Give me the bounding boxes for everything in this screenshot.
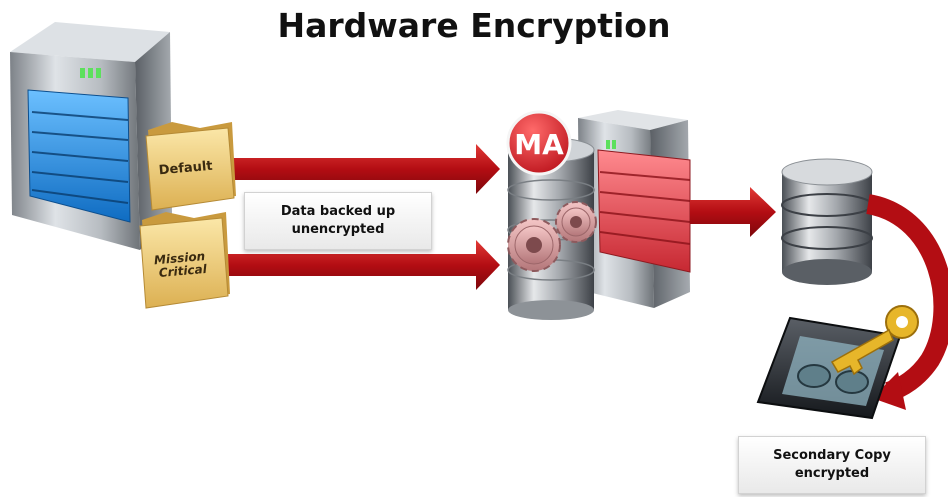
backup-label: Data backed up unencrypted xyxy=(280,204,396,237)
folder-mission-critical-label: Mission Critical xyxy=(153,249,211,281)
arrow-disk-to-tape xyxy=(865,194,948,410)
arrow-default-to-media-agent xyxy=(225,144,500,194)
key-icon xyxy=(830,305,919,376)
ma-badge-label: MA xyxy=(514,128,564,161)
secondary-copy-label-box: Secondary Copy encrypted xyxy=(738,436,926,494)
arrow-mission-critical-to-media-agent xyxy=(225,240,500,290)
folder-mission-critical-icon: Mission Critical xyxy=(139,212,230,309)
folder-default-icon: Default xyxy=(145,122,236,211)
disk-library-icon xyxy=(781,158,873,285)
folder-default-label: Default xyxy=(158,159,213,179)
gears-icon xyxy=(507,201,597,272)
tape-icon xyxy=(756,316,902,420)
arrow-media-agent-to-disk-library xyxy=(690,187,776,237)
backup-label-box: Data backed up unencrypted xyxy=(244,192,432,250)
client-server-icon xyxy=(10,22,172,250)
ma-badge: MA xyxy=(506,110,572,176)
page-title: Hardware Encryption xyxy=(277,6,671,45)
media-agent-server-icon: MA xyxy=(506,110,691,320)
secondary-copy-label: Secondary Copy encrypted xyxy=(773,448,891,481)
